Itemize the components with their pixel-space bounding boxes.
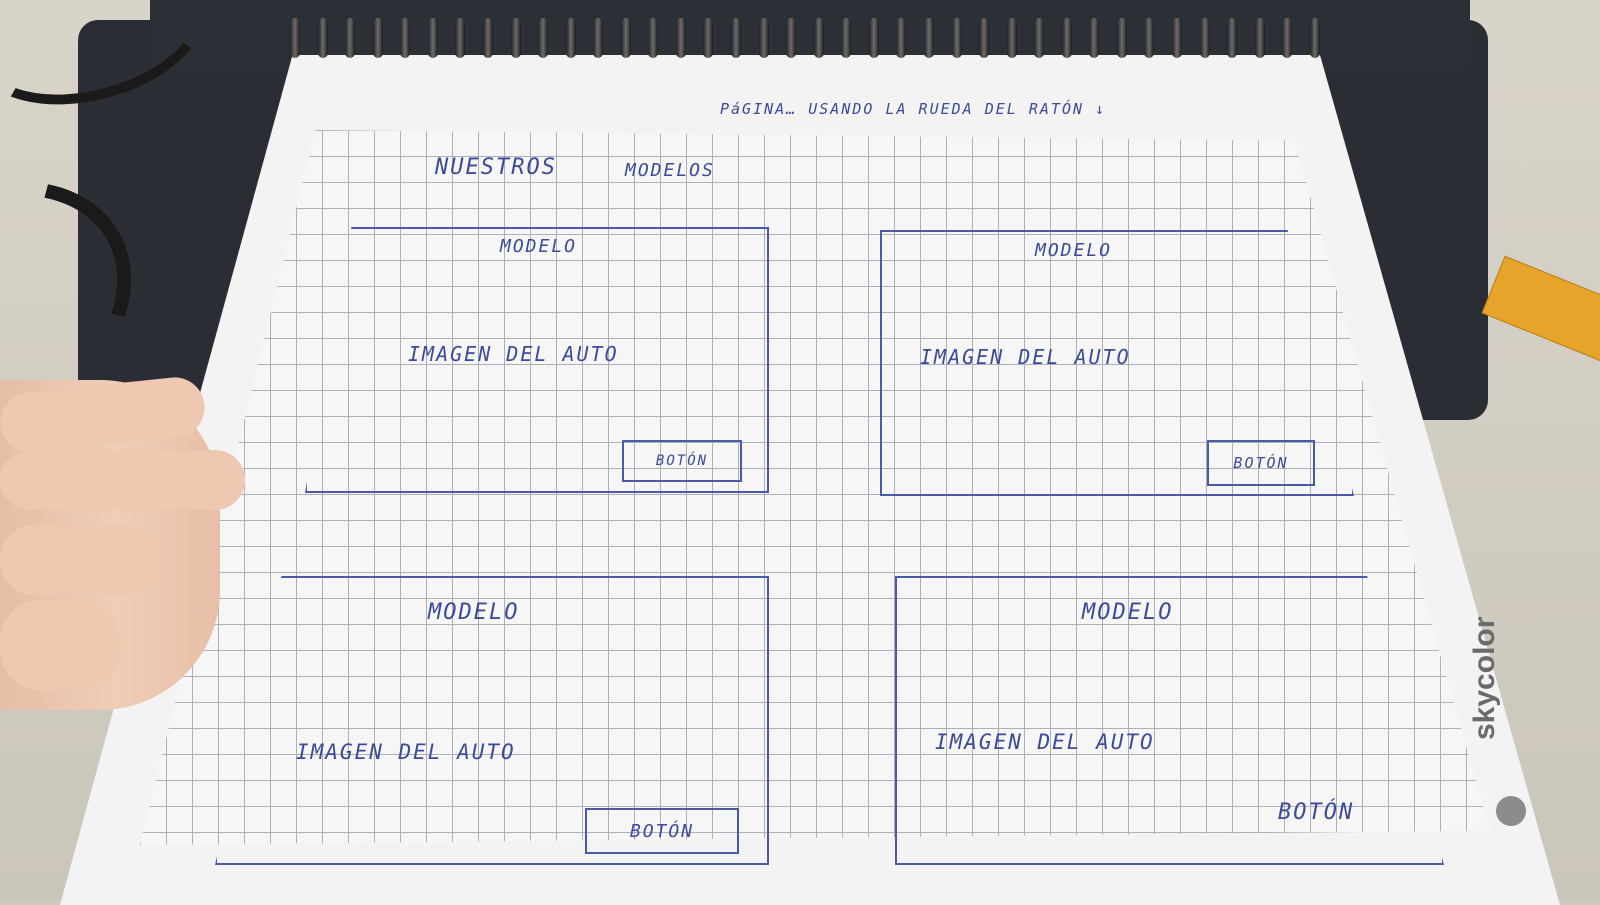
spiral-ring — [896, 18, 907, 58]
spiral-ring — [703, 18, 714, 58]
spiral-ring — [951, 18, 962, 58]
card-model-label: MODELO — [428, 600, 520, 625]
spiral-ring — [1034, 18, 1045, 58]
grid-paper — [140, 130, 1490, 845]
spiral-ring — [400, 18, 411, 58]
card-image-placeholder: IMAGEN DEL AUTO — [935, 730, 1155, 754]
spiral-ring — [1254, 18, 1265, 58]
spiral-ring — [1227, 18, 1238, 58]
spiral-ring — [1089, 18, 1100, 58]
card-button[interactable]: BOTÓN — [1207, 440, 1315, 486]
header-note: PáGINA… USANDO LA RUEDA DEL RATÓN ↓ — [720, 100, 1107, 118]
brand-logo: skycolor — [1468, 616, 1501, 740]
spiral-ring — [593, 18, 604, 58]
spiral-ring — [868, 18, 879, 58]
brand-logo-icon — [1496, 796, 1526, 826]
card-button-label: BOTÓN — [629, 820, 695, 842]
card-button-label: BOTÓN — [655, 453, 709, 469]
spiral-ring — [455, 18, 466, 58]
finger — [0, 525, 160, 595]
spiral-ring — [923, 18, 934, 58]
spiral-ring — [565, 18, 576, 58]
card-button-label[interactable]: BOTÓN — [1278, 800, 1355, 825]
spiral-ring — [510, 18, 521, 58]
spiral-ring — [620, 18, 631, 58]
spiral-ring — [1061, 18, 1072, 58]
spiral-ring — [317, 18, 328, 58]
spiral-ring — [1199, 18, 1210, 58]
card-model-label: MODELO — [500, 236, 578, 257]
spiral-ring — [427, 18, 438, 58]
spiral-ring — [482, 18, 493, 58]
spiral-ring — [1006, 18, 1017, 58]
card-button[interactable]: BOTÓN — [585, 808, 739, 854]
spiral-ring — [1172, 18, 1182, 58]
spiral-binding — [290, 18, 1320, 68]
spiral-ring — [1144, 18, 1155, 58]
spiral-ring — [1309, 18, 1320, 58]
page-title-right: MODELOS — [625, 160, 715, 181]
finger — [0, 600, 120, 690]
spiral-ring — [372, 18, 383, 58]
card-image-placeholder: IMAGEN DEL AUTO — [408, 342, 619, 366]
spiral-ring — [290, 18, 300, 58]
spiral-ring — [538, 18, 549, 58]
spiral-ring — [675, 18, 686, 58]
spiral-ring — [345, 18, 356, 58]
spiral-ring — [1282, 18, 1293, 58]
card-image-placeholder: IMAGEN DEL AUTO — [920, 345, 1131, 369]
spiral-ring — [813, 18, 824, 58]
spiral-ring — [758, 18, 769, 58]
spiral-ring — [786, 18, 797, 58]
card-button-label: BOTÓN — [1233, 454, 1289, 472]
card-model-label: MODELO — [1035, 240, 1113, 261]
spiral-ring — [731, 18, 741, 58]
card-image-placeholder: IMAGEN DEL AUTO — [296, 740, 516, 764]
card-button[interactable]: BOTÓN — [622, 440, 742, 482]
finger — [0, 450, 245, 510]
spiral-ring — [979, 18, 990, 58]
spiral-ring — [841, 18, 852, 58]
card-model-label: MODELO — [1082, 600, 1174, 625]
spiral-ring — [648, 18, 659, 58]
spiral-ring — [1116, 18, 1127, 58]
page-title-left: NUESTROS — [435, 155, 557, 180]
